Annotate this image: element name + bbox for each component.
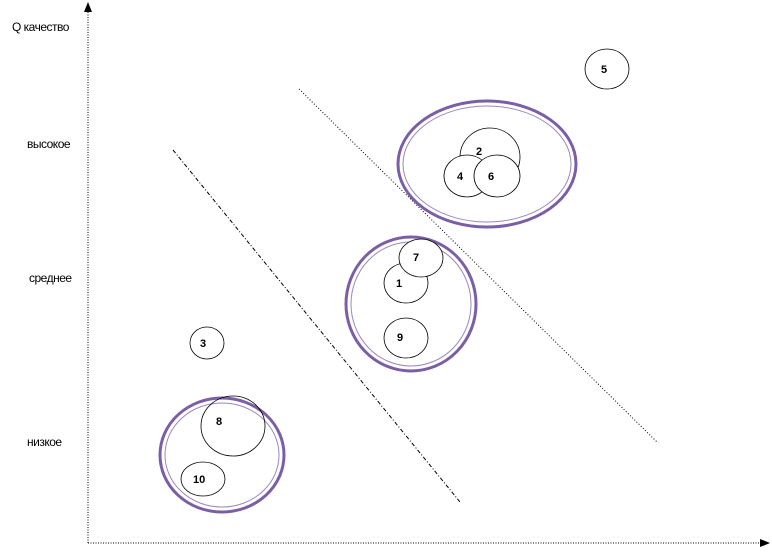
svg-text:3: 3 bbox=[200, 338, 206, 350]
item-3: 3 bbox=[189, 326, 225, 360]
y-axis-title: Q качество bbox=[12, 20, 70, 34]
svg-text:5: 5 bbox=[601, 64, 607, 76]
svg-text:7: 7 bbox=[413, 252, 419, 264]
svg-text:8: 8 bbox=[216, 416, 222, 428]
svg-text:6: 6 bbox=[488, 171, 494, 183]
item-5: 5 bbox=[584, 48, 630, 90]
level-medium: среднее bbox=[29, 271, 72, 285]
svg-text:9: 9 bbox=[397, 332, 403, 344]
svg-text:1: 1 bbox=[396, 278, 402, 290]
svg-text:2: 2 bbox=[476, 146, 482, 158]
svg-text:4: 4 bbox=[457, 171, 464, 183]
item-6: 6 bbox=[473, 154, 521, 198]
level-low: низкое bbox=[27, 435, 62, 449]
divider-right bbox=[298, 88, 659, 444]
item-9: 9 bbox=[383, 317, 429, 359]
cluster-high bbox=[396, 99, 578, 229]
level-high: высокое bbox=[27, 137, 71, 151]
y-axis-arrow-icon bbox=[84, 2, 92, 12]
item-10: 10 bbox=[180, 461, 226, 497]
item-7: 7 bbox=[398, 238, 444, 278]
divider-left bbox=[172, 149, 461, 503]
x-axis-arrow-icon bbox=[760, 539, 770, 547]
svg-text:10: 10 bbox=[193, 474, 205, 486]
item-8: 8 bbox=[200, 395, 266, 457]
